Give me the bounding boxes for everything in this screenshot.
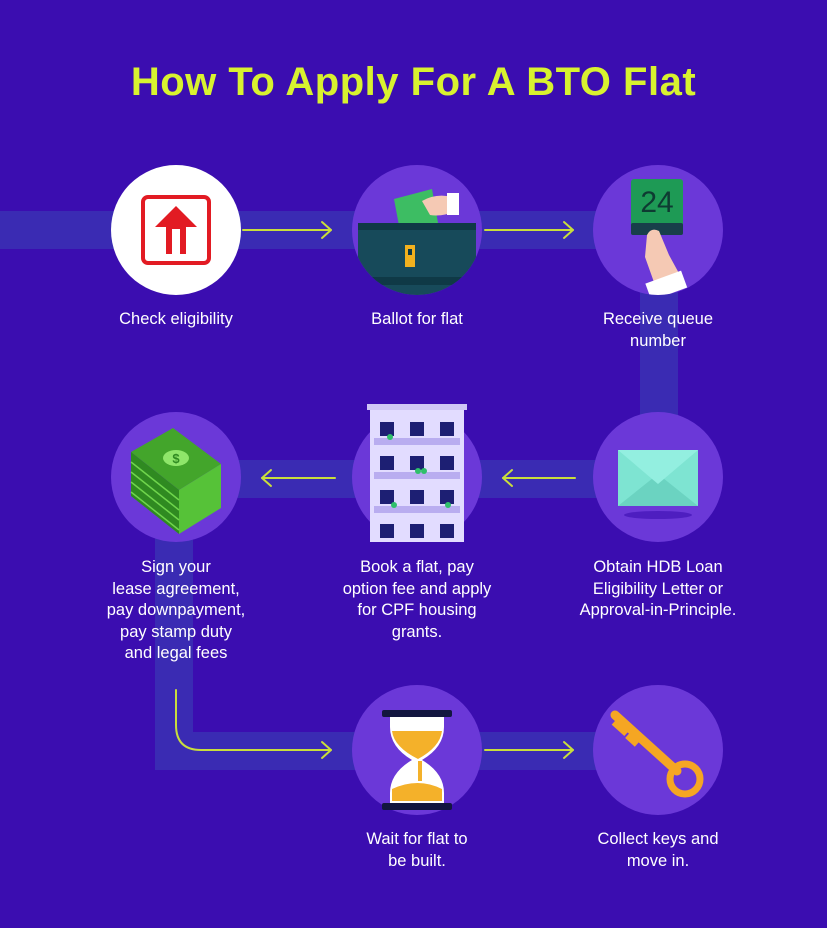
step-6-circle: $ — [111, 412, 241, 542]
arrow-2-to-3 — [484, 221, 574, 239]
flow-bands — [0, 211, 678, 770]
key-icon — [610, 710, 704, 798]
arrow-6-to-7 — [175, 689, 332, 759]
arrow-7-to-8 — [484, 741, 574, 759]
step-5-label: Book a flat, pay option fee and apply fo… — [342, 558, 492, 641]
step-4-label: Obtain HDB Loan Eligibility Letter or Ap… — [579, 558, 737, 619]
apartment-building-icon — [367, 404, 467, 542]
step-4-circle — [593, 412, 723, 542]
step-3-label: Receive queue number — [602, 310, 714, 350]
step-5-circle — [352, 404, 482, 542]
ticket-number: 24 — [640, 186, 673, 219]
step-8-label: Collect keys and move in. — [597, 830, 719, 870]
queue-ticket-icon: 24 — [631, 179, 683, 235]
step-3-circle: 24 — [593, 165, 723, 295]
money-stack-icon: $ — [130, 428, 221, 534]
hourglass-icon — [382, 710, 452, 810]
step-1-label: Check eligibility — [119, 310, 233, 328]
step-7-label: Wait for flat to be built. — [366, 830, 468, 870]
page-title: How To Apply For A BTO Flat — [130, 60, 697, 104]
step-7-circle — [352, 685, 482, 815]
step-1-circle — [111, 165, 241, 295]
step-2-label: Ballot for flat — [371, 310, 463, 328]
ballot-box-icon — [358, 189, 476, 295]
arrow-1-to-2 — [242, 221, 332, 239]
arrow-4-to-5 — [502, 469, 576, 487]
step-6-label: Sign your lease agreement, pay downpayme… — [106, 558, 246, 662]
step-2-circle — [352, 165, 482, 295]
hdb-logo-icon — [141, 195, 211, 265]
arrow-5-to-6 — [261, 469, 336, 487]
envelope-icon — [618, 450, 698, 519]
money-symbol: $ — [172, 451, 180, 466]
step-8-circle — [593, 685, 723, 815]
